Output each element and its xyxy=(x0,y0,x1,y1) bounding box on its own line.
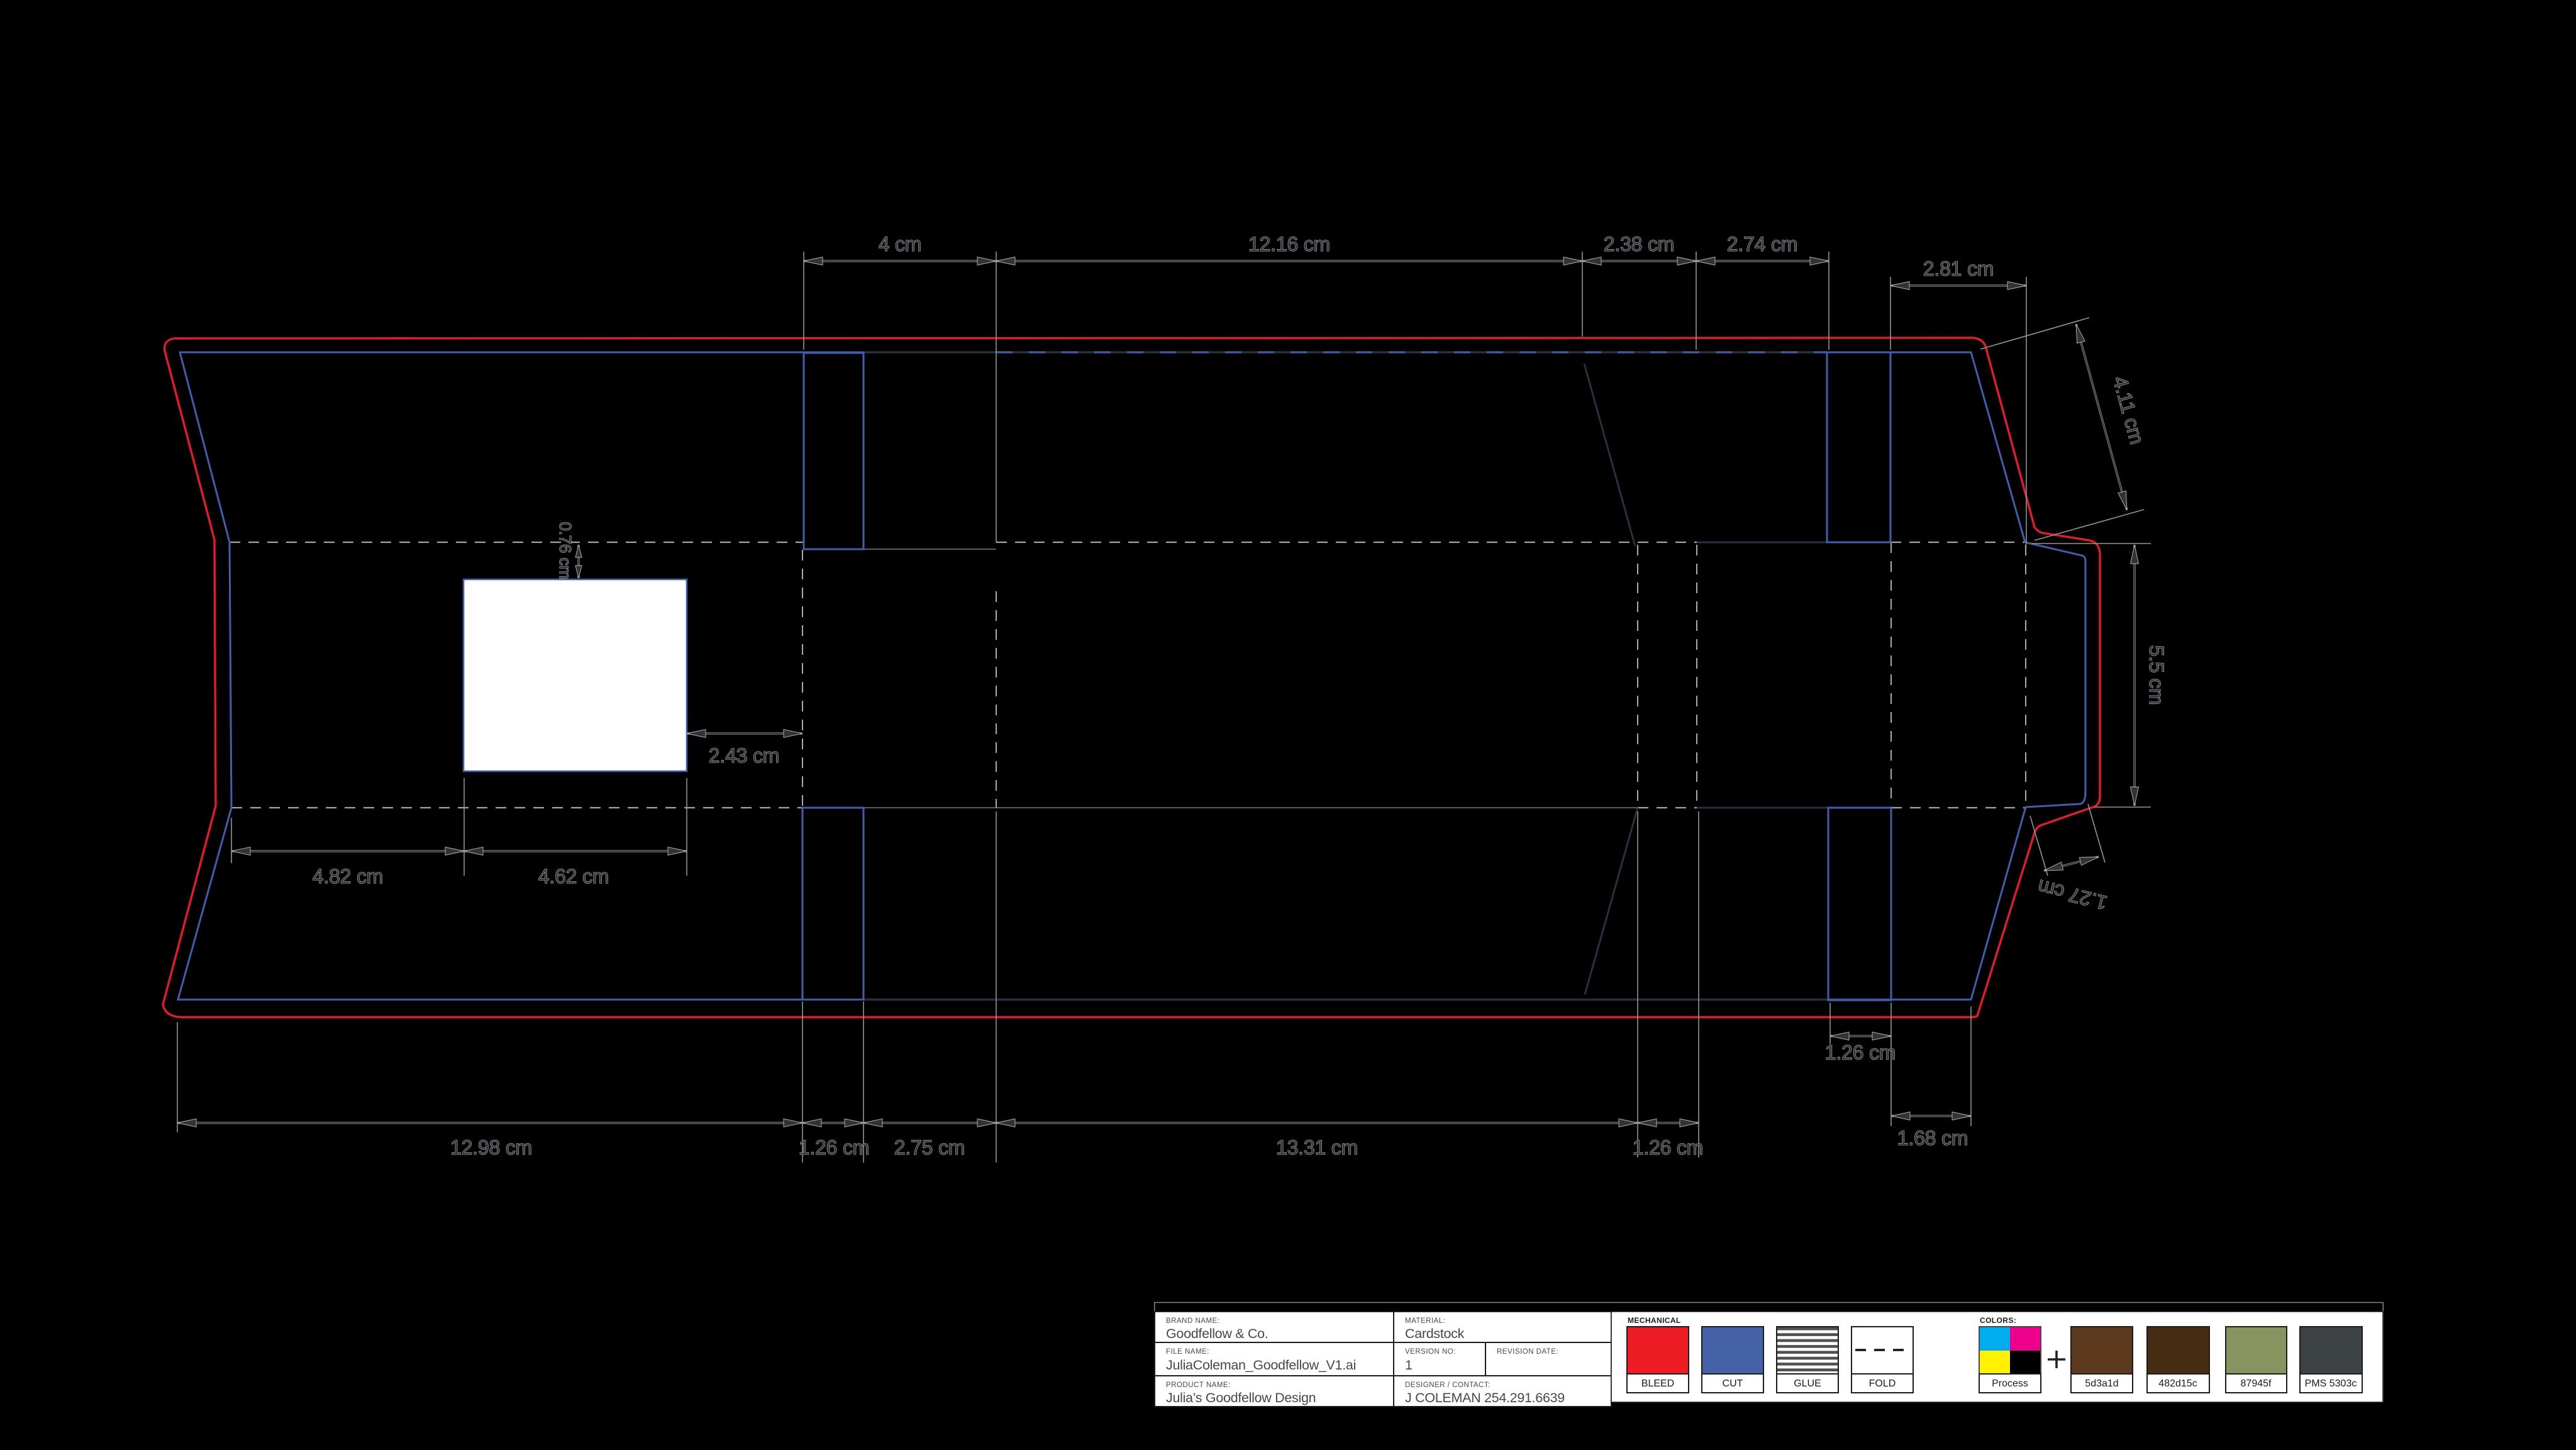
svg-text:0.76 cm: 0.76 cm xyxy=(556,521,575,579)
svg-text:2.81 cm: 2.81 cm xyxy=(1923,257,1994,280)
svg-text:1.27 cm: 1.27 cm xyxy=(2035,876,2109,915)
svg-text:FILE NAME:: FILE NAME: xyxy=(1166,1348,1209,1356)
svg-text:PMS 5303c: PMS 5303c xyxy=(2305,1378,2357,1389)
svg-text:1.26 cm: 1.26 cm xyxy=(1633,1136,1703,1159)
svg-text:COLORS:: COLORS: xyxy=(1980,1316,2016,1325)
svg-text:13.31 cm: 13.31 cm xyxy=(1276,1136,1358,1159)
svg-text:4 cm: 4 cm xyxy=(879,233,922,255)
svg-text:GLUE: GLUE xyxy=(1794,1378,1821,1389)
svg-text:1.68 cm: 1.68 cm xyxy=(1897,1127,1968,1149)
svg-text:12.98 cm: 12.98 cm xyxy=(450,1136,532,1159)
svg-text:DESIGNER / CONTACT:: DESIGNER / CONTACT: xyxy=(1405,1381,1491,1389)
svg-text:JuliaColeman_Goodfellow_V1.ai: JuliaColeman_Goodfellow_V1.ai xyxy=(1166,1358,1356,1373)
svg-text:FOLD: FOLD xyxy=(1869,1378,1896,1389)
svg-text:4.62 cm: 4.62 cm xyxy=(538,865,609,888)
svg-text:1.26 cm: 1.26 cm xyxy=(799,1136,869,1159)
svg-text:12.16 cm: 12.16 cm xyxy=(1248,233,1330,255)
svg-text:4.82 cm: 4.82 cm xyxy=(313,865,383,888)
svg-text:VERSION NO:: VERSION NO: xyxy=(1405,1348,1456,1356)
svg-text:2.38 cm: 2.38 cm xyxy=(1604,233,1674,255)
svg-text:2.43 cm: 2.43 cm xyxy=(709,744,779,767)
svg-text:2.74 cm: 2.74 cm xyxy=(1727,233,1797,255)
svg-text:Process: Process xyxy=(1992,1378,2028,1389)
svg-text:CUT: CUT xyxy=(1723,1378,1743,1389)
svg-text:Goodfellow & Co.: Goodfellow & Co. xyxy=(1166,1326,1269,1341)
svg-text:Julia’s Goodfellow Design: Julia’s Goodfellow Design xyxy=(1166,1390,1316,1405)
svg-text:4.11 cm: 4.11 cm xyxy=(2109,374,2149,447)
svg-text:J COLEMAN 254.291.6639: J COLEMAN 254.291.6639 xyxy=(1405,1390,1565,1405)
svg-text:1.26 cm: 1.26 cm xyxy=(1825,1041,1896,1064)
svg-text:BRAND NAME:: BRAND NAME: xyxy=(1166,1317,1219,1325)
svg-text:1: 1 xyxy=(1405,1358,1413,1373)
svg-text:MECHANICAL: MECHANICAL xyxy=(1628,1316,1681,1325)
svg-text:REVISION DATE:: REVISION DATE: xyxy=(1497,1348,1558,1356)
svg-text:Cardstock: Cardstock xyxy=(1405,1326,1465,1341)
svg-text:482d15c: 482d15c xyxy=(2158,1378,2197,1389)
svg-text:87945f: 87945f xyxy=(2241,1378,2272,1389)
svg-text:2.75 cm: 2.75 cm xyxy=(894,1136,965,1159)
svg-text:PRODUCT NAME:: PRODUCT NAME: xyxy=(1166,1381,1231,1389)
svg-text:5d3a1d: 5d3a1d xyxy=(2085,1378,2118,1389)
svg-text:MATERIAL:: MATERIAL: xyxy=(1405,1317,1445,1325)
svg-text:BLEED: BLEED xyxy=(1641,1378,1674,1389)
svg-text:5.5 cm: 5.5 cm xyxy=(2145,645,2168,705)
